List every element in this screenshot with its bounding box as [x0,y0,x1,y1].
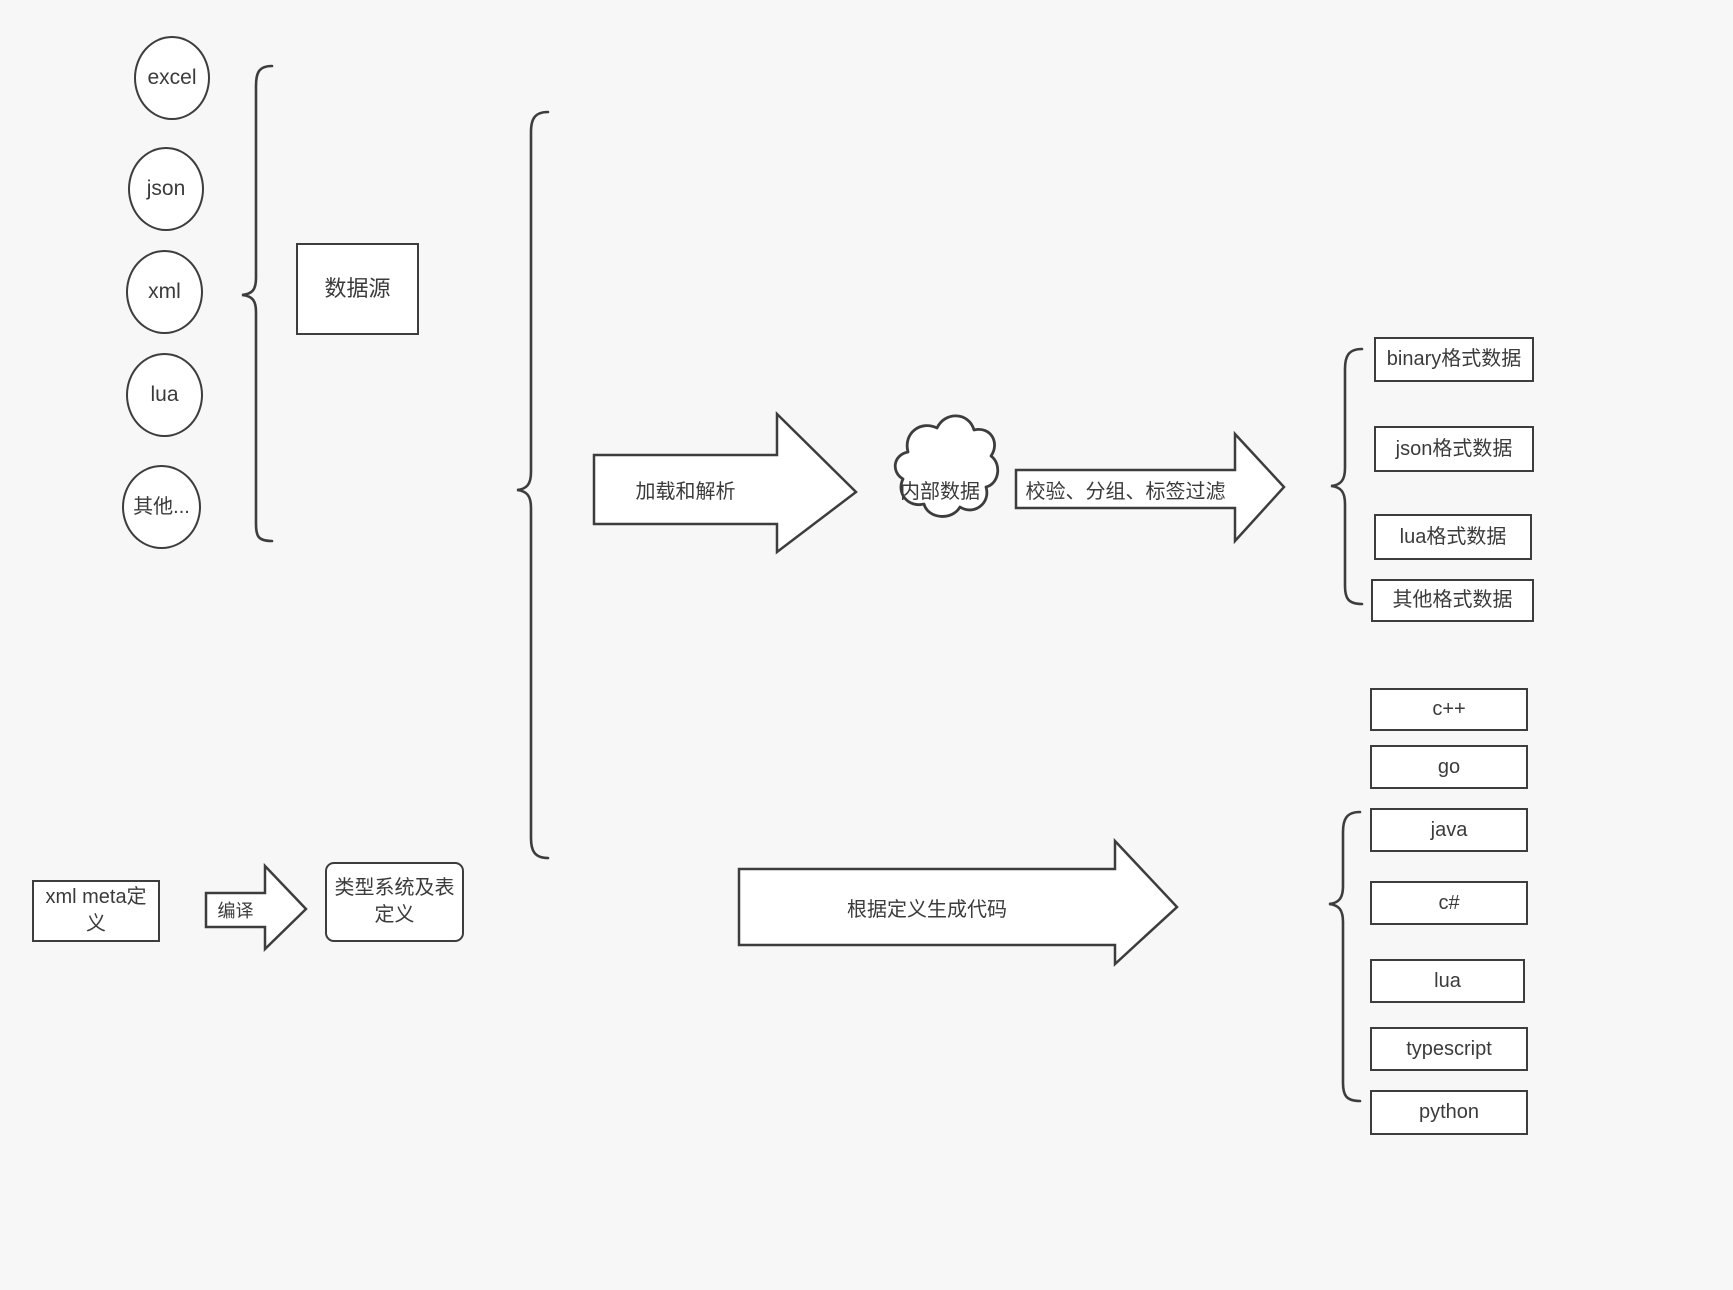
format-label: json格式数据 [1395,437,1513,460]
language-label: lua [1434,969,1461,992]
format-box-json[interactable]: json格式数据 [1374,426,1534,472]
source-node-json[interactable]: json [128,147,204,231]
data-source-group-label: 数据源 [324,276,391,302]
languages-brace [1328,810,1362,1103]
language-box-python[interactable]: python [1370,1090,1528,1135]
language-box-java[interactable]: java [1370,808,1528,852]
format-box-other[interactable]: 其他格式数据 [1371,579,1534,622]
format-label: 其他格式数据 [1392,589,1513,611]
language-label: typescript [1406,1037,1492,1060]
load-parse-arrow [592,411,858,555]
format-box-lua[interactable]: lua格式数据 [1374,514,1532,560]
language-box-cpp[interactable]: c++ [1370,688,1528,731]
data-source-group-box[interactable]: 数据源 [296,243,419,335]
source-label: lua [150,382,179,406]
format-label: lua格式数据 [1399,525,1507,548]
type-system-label-line1: 类型系统及表 [334,877,455,899]
source-node-xml[interactable]: xml [126,250,203,334]
language-label: c++ [1432,698,1466,720]
source-label: 其他... [133,495,190,518]
pipeline-brace [516,110,550,860]
data-formats-brace [1330,347,1364,606]
source-label: excel [147,65,197,89]
xml-meta-label-line2: 义 [86,913,106,935]
xml-meta-label-line1: xml meta定 [45,886,147,908]
language-label: python [1418,1101,1480,1123]
validate-group-filter-arrow [1014,430,1286,545]
compile-arrow [204,862,308,952]
source-node-other[interactable]: 其他... [122,465,201,549]
language-label: java [1430,818,1468,841]
source-node-lua[interactable]: lua [126,353,203,437]
xml-meta-definition-box[interactable]: xml meta定 义 [32,880,160,942]
sources-brace [241,64,274,543]
format-label: binary格式数据 [1386,348,1522,370]
source-label: json [146,176,186,200]
language-label: go [1437,755,1461,778]
type-system-label-line2: 定义 [374,904,415,926]
language-label: c# [1438,891,1460,914]
source-node-excel[interactable]: excel [134,36,210,120]
format-box-binary[interactable]: binary格式数据 [1374,337,1534,382]
source-label: xml [148,279,181,303]
language-box-lua[interactable]: lua [1370,959,1525,1003]
language-box-go[interactable]: go [1370,745,1528,789]
language-box-csharp[interactable]: c# [1370,881,1528,925]
codegen-arrow [737,837,1179,967]
type-system-box[interactable]: 类型系统及表 定义 [325,862,464,942]
internal-data-cloud [893,414,1000,518]
language-box-typescript[interactable]: typescript [1370,1027,1528,1071]
